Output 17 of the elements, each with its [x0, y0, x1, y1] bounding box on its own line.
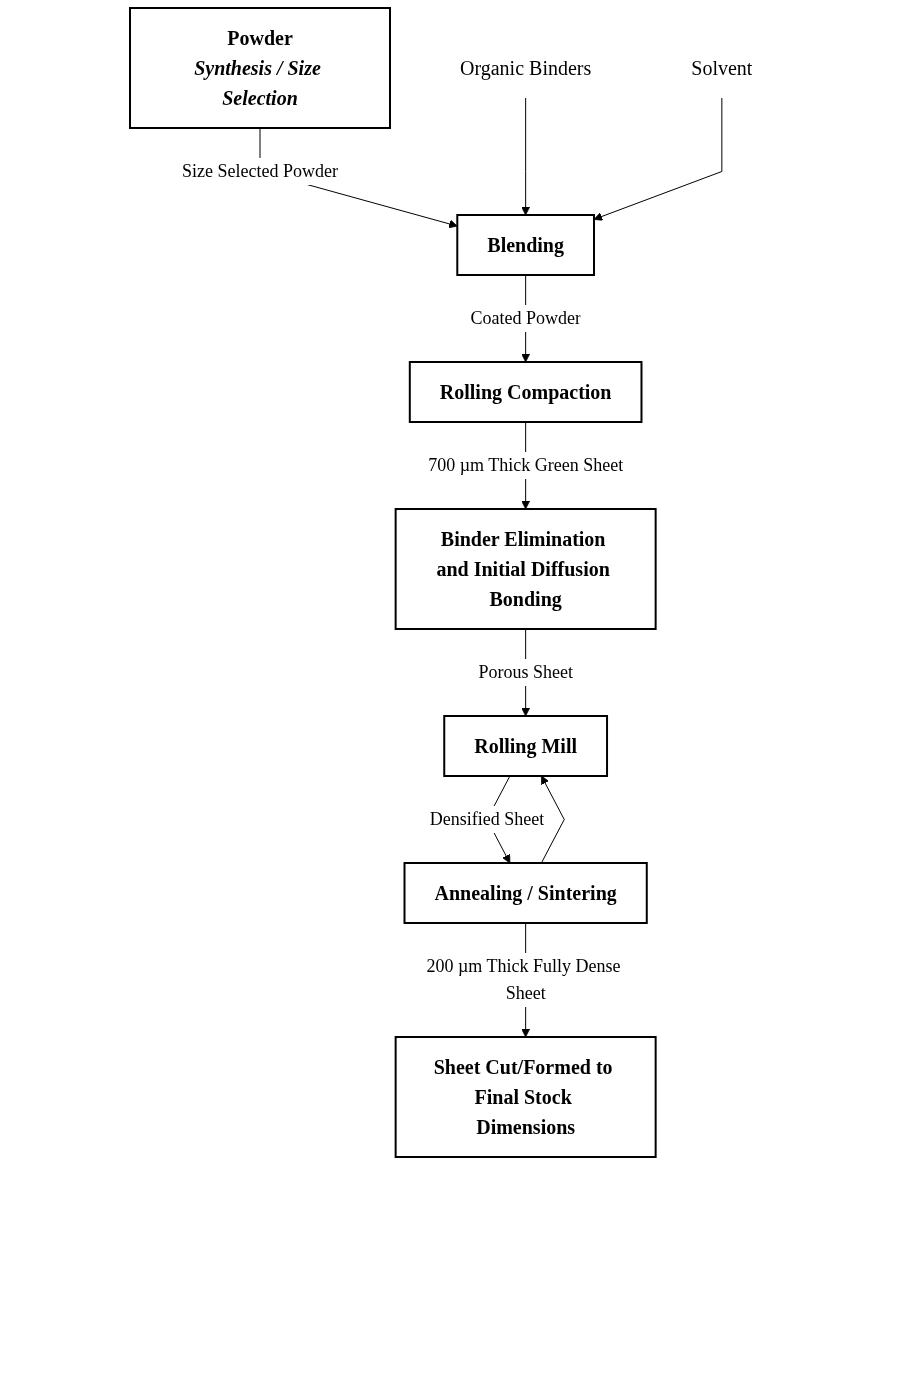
node-text: Organic Binders: [460, 57, 592, 79]
edge-label: Coated Powder: [470, 308, 582, 328]
node-box: Annealing / Sintering: [403, 862, 649, 924]
arrow: [521, 97, 531, 216]
node-box: Powder Synthesis / Size Selection: [129, 7, 392, 129]
arrow: [541, 775, 566, 864]
node-text: Solvent: [691, 57, 753, 79]
edge-label: Densified Sheet: [430, 809, 545, 829]
edge-label: Size Selected Powder: [182, 161, 339, 181]
node-box: Sheet Cut/Formed to Final Stock Dimensions: [394, 1036, 657, 1158]
node-box: Rolling Mill: [443, 715, 609, 777]
edge-label: 700 µm Thick Green Sheet: [428, 455, 624, 475]
edge-label: Porous Sheet: [478, 662, 574, 682]
node-box: Blending: [456, 214, 596, 276]
node-box: Rolling Compaction: [409, 361, 643, 423]
node-box: Binder Elimination and Initial Diffusion Bonding: [394, 508, 657, 630]
edge-label: 200 µm Thick Fully Dense Sheet: [426, 956, 621, 1003]
